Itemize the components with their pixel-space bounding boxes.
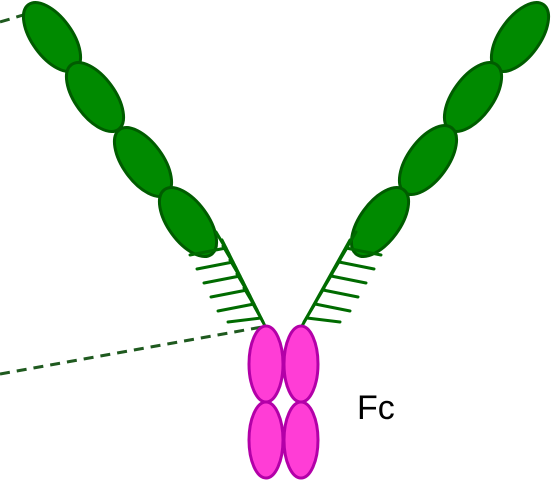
fc-region [249, 326, 318, 478]
fc-label: Fc [357, 389, 395, 427]
dashed-line-bottom [0, 327, 262, 374]
fc-domain [249, 402, 283, 478]
fc-domain [284, 326, 318, 402]
fab-arm-left [12, 0, 227, 266]
fab-arm-right [340, 0, 552, 266]
fc-domain [284, 402, 318, 478]
fc-domain [249, 326, 283, 402]
dashed-lines [0, 10, 262, 374]
